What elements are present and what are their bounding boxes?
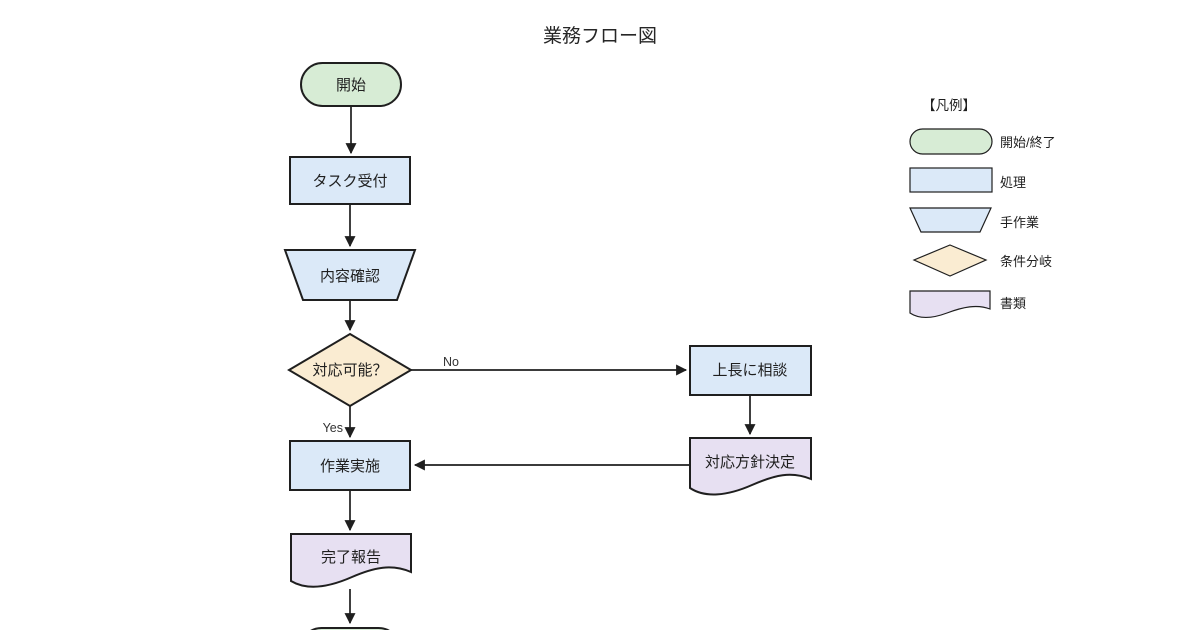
legend-header: 【凡例】 [922, 98, 976, 113]
node-start-label: 開始 [336, 77, 366, 94]
legend-decision-shape [912, 244, 988, 277]
legend-start-end-label: 開始/終了 [1000, 135, 1056, 150]
diagram-title: 業務フロー図 [543, 25, 657, 47]
node-decision: 対応可能？ [287, 332, 413, 408]
process-rect-shape [289, 440, 411, 491]
edge-label-yes: Yes [323, 421, 343, 435]
node-policy-decision: 対応方針決定 [689, 437, 812, 496]
start-stadium-shape [300, 62, 402, 107]
legend-process-label: 処理 [1000, 175, 1026, 190]
connectors: No Yes [323, 106, 756, 625]
legend: 【凡例】 開始/終了 処理 手作業 条件分岐 書類 [909, 98, 1056, 319]
legend-decision-label: 条件分岐 [1000, 254, 1052, 269]
node-completion-report: 完了報告 [290, 533, 412, 588]
node-do-work: 作業実施 [289, 440, 411, 491]
node-do-work-label: 作業実施 [320, 458, 380, 475]
document-shape [290, 533, 412, 588]
node-decision-label: 対応可能？ [312, 362, 387, 379]
node-content-check-label: 内容確認 [320, 268, 380, 285]
node-consult-supervisor-label: 上長に相談 [712, 362, 787, 379]
legend-start-end-shape [909, 128, 993, 155]
node-completion-report-label: 完了報告 [321, 549, 381, 566]
decision-diamond-shape [287, 332, 413, 408]
node-policy-decision-label: 対応方針決定 [705, 454, 795, 471]
legend-manual-shape [909, 207, 992, 233]
legend-document-shape [909, 290, 991, 319]
process-rect-shape [289, 156, 411, 205]
legend-process-shape [909, 167, 993, 193]
legend-manual-label: 手作業 [1000, 215, 1039, 230]
node-start: 開始 [300, 62, 402, 107]
node-task-intake: タスク受付 [289, 156, 411, 205]
node-consult-supervisor: 上長に相談 [689, 345, 812, 396]
node-task-intake-label: タスク受付 [312, 173, 387, 190]
document-shape [689, 437, 812, 496]
legend-document-label: 書類 [1000, 296, 1026, 311]
edge-label-no: No [443, 355, 459, 369]
manual-trapezoid-shape [283, 249, 417, 301]
node-content-check: 内容確認 [283, 249, 417, 301]
process-rect-shape [689, 345, 812, 396]
